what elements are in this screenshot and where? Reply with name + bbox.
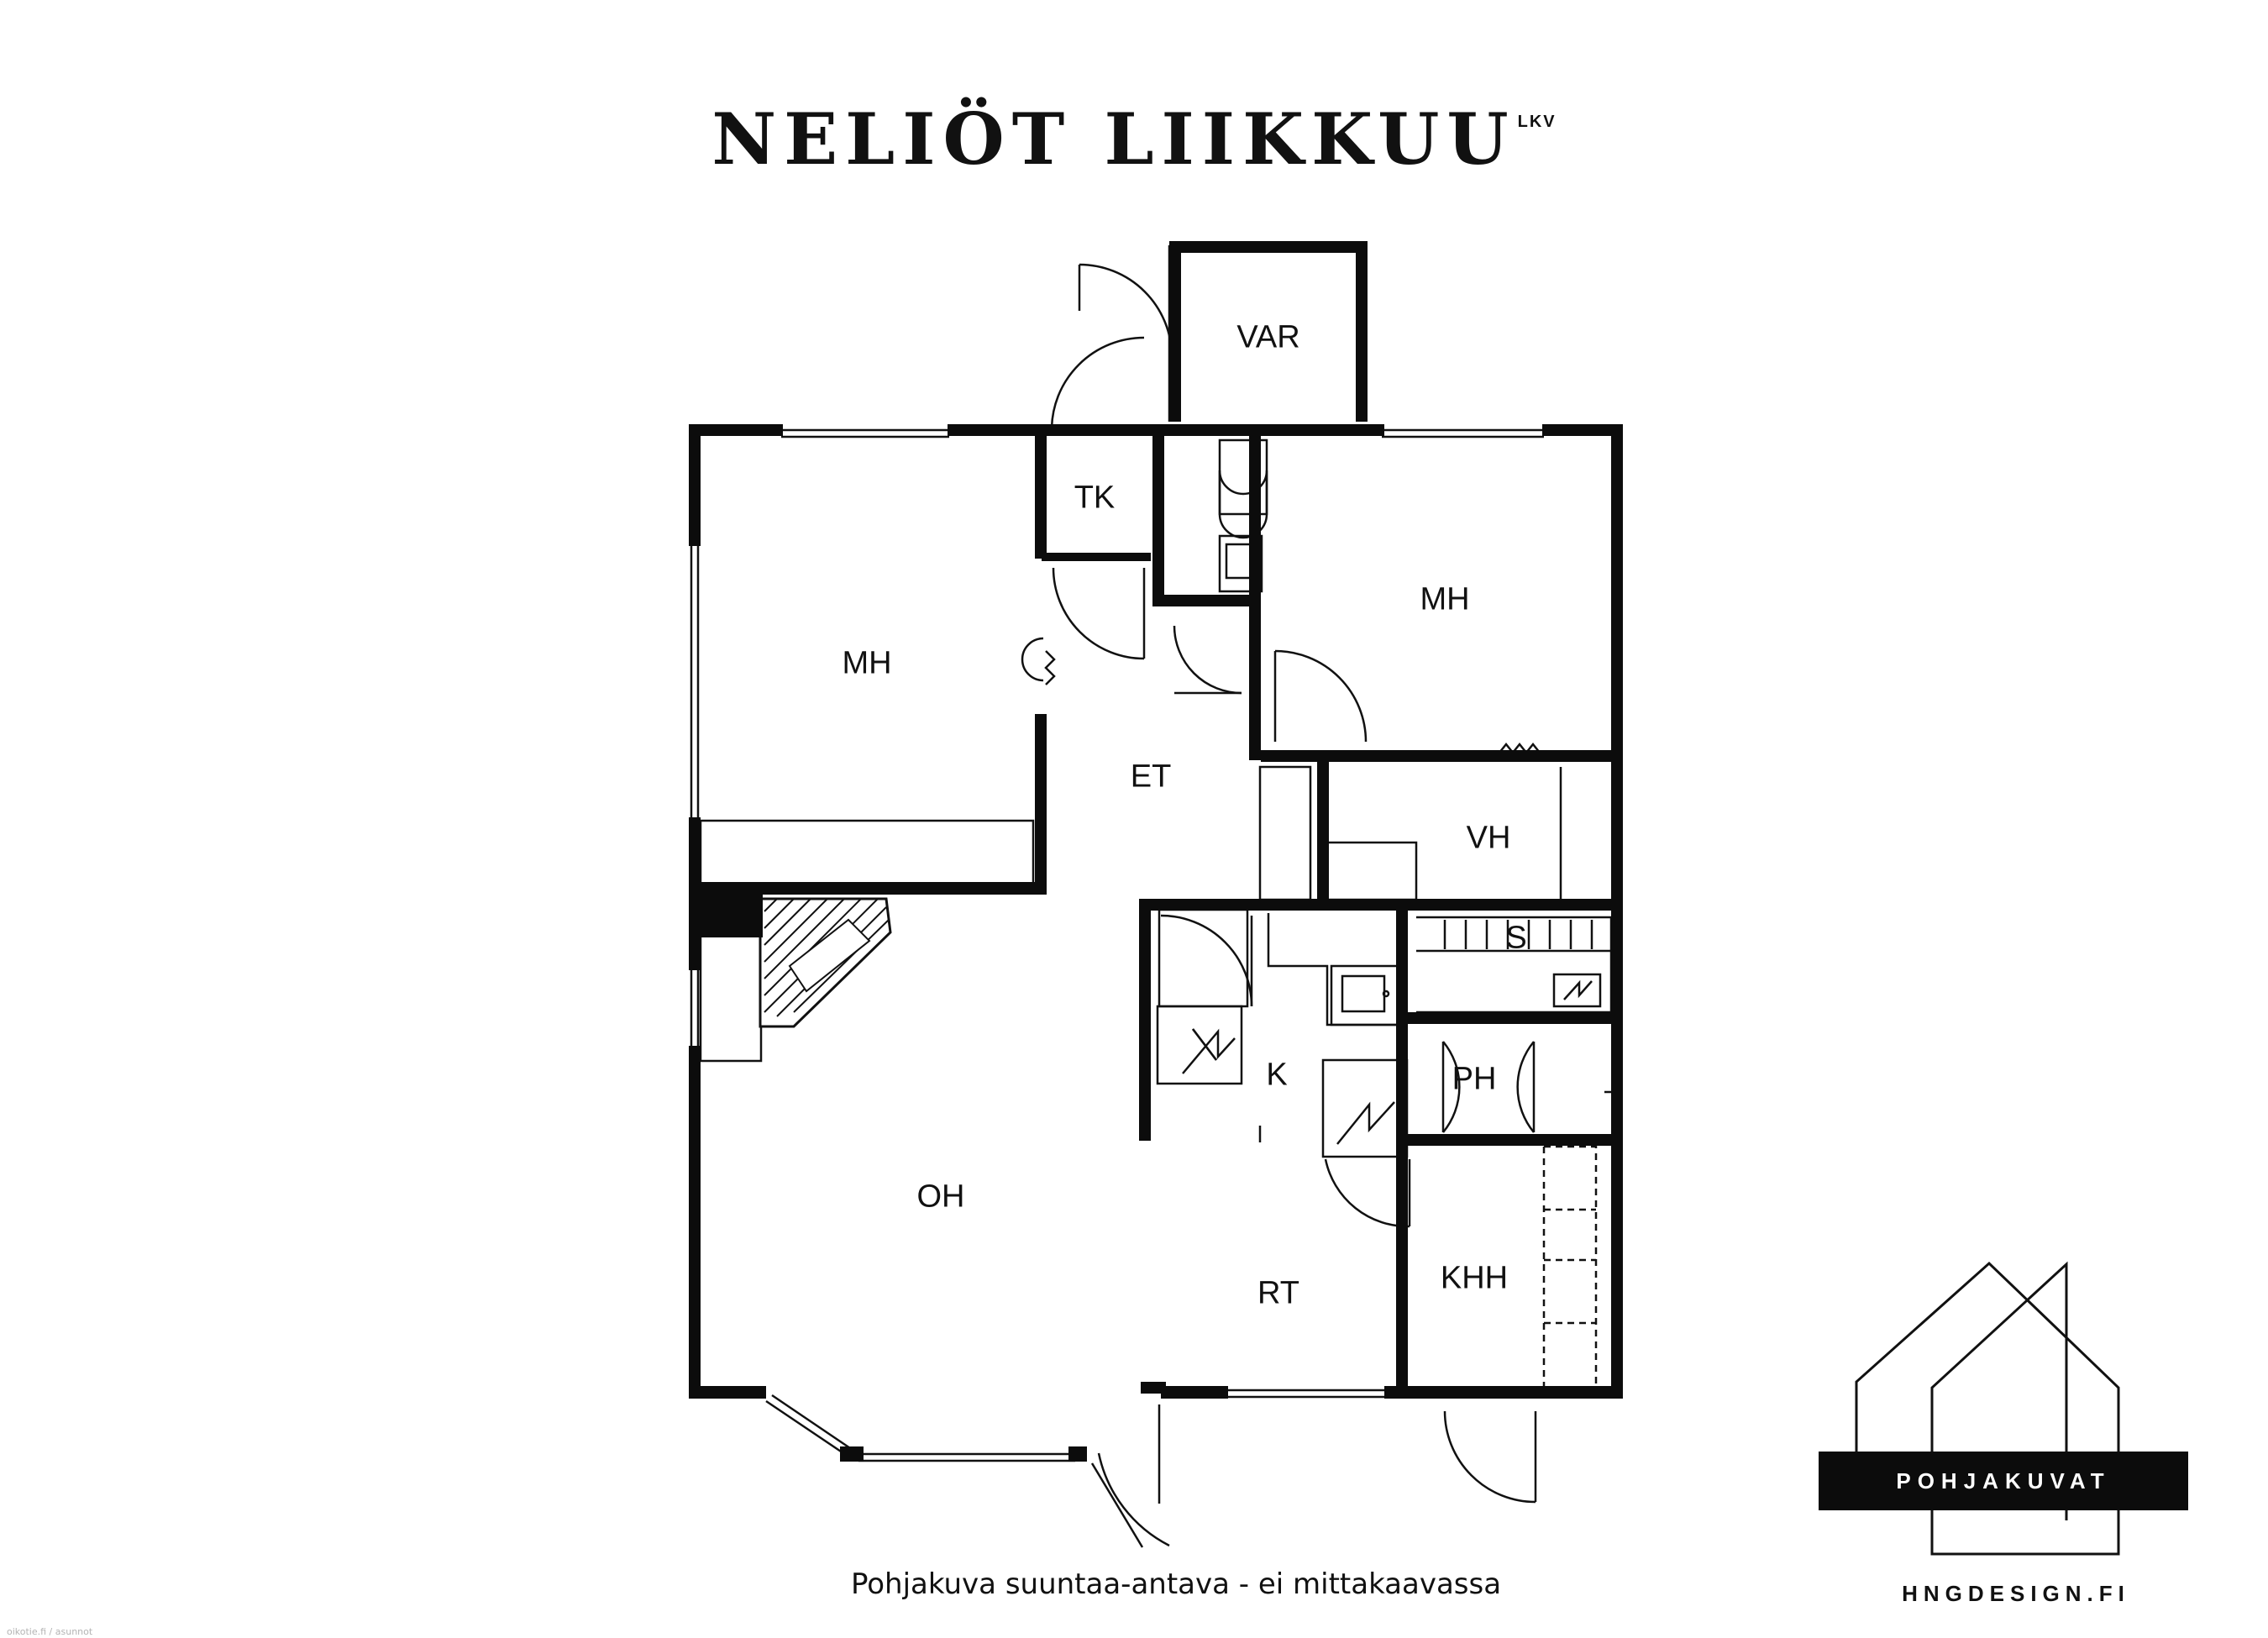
- kitchen-counter: [1267, 913, 1403, 1026]
- room-label-khh: KHH: [1440, 1260, 1509, 1296]
- khh-shelving: [1542, 1145, 1598, 1386]
- vh-shelf: [1324, 841, 1418, 901]
- radiator-right: [1499, 742, 1541, 755]
- brand-name: NELIÖT LIIKKUU: [711, 97, 1516, 181]
- wardrobe-mh-left: [699, 819, 1035, 886]
- fireplace: [759, 897, 892, 1028]
- et-closet: [1258, 765, 1312, 901]
- fireplace-hearth: [699, 933, 763, 1063]
- fridge-left: [1156, 1005, 1243, 1085]
- door-swing-ph-right: [1516, 1041, 1535, 1133]
- room-label-tk: TK: [1074, 480, 1116, 516]
- source-watermark: oikotie.fi / asunnot: [7, 1626, 93, 1637]
- door-swing-rt: [1324, 1158, 1410, 1228]
- door-swing-tk: [1052, 567, 1145, 660]
- room-label-mh-right: MH: [1420, 581, 1470, 617]
- hngdesign-site-label: HNGDESIGN.FI: [1902, 1581, 2130, 1606]
- room-label-oh: OH: [916, 1179, 965, 1215]
- door-swing-khh: [1443, 1410, 1536, 1504]
- kitchen-cabinet-left: [1158, 908, 1249, 1008]
- door-swing-entry: [1079, 263, 1173, 358]
- room-label-rt: RT: [1257, 1275, 1299, 1311]
- room-label-et: ET: [1130, 759, 1172, 795]
- door-swing-mh-right: [1274, 649, 1368, 743]
- hng-house-logo: [1855, 1261, 2120, 1556]
- brand-suffix: LKV: [1517, 113, 1557, 131]
- door-swing-wc: [1173, 625, 1242, 695]
- door-swing-kitchen: [1160, 914, 1253, 1007]
- walls: [689, 241, 1623, 1462]
- door-swing-terrace: [1097, 1452, 1170, 1547]
- wc-sink: [1218, 534, 1263, 593]
- radiator-left: [1044, 650, 1056, 685]
- room-label-vh: VH: [1466, 820, 1511, 856]
- room-label-s: S: [1505, 920, 1527, 956]
- toilet-bowl: [1218, 470, 1268, 539]
- pohjakuvat-badge: POHJAKUVAT: [1819, 1452, 2188, 1510]
- disclaimer-caption: Pohjakuva suuntaa-antava - ei mittakaava…: [850, 1567, 1502, 1601]
- door-swing-ph-left: [1442, 1041, 1461, 1133]
- room-label-var: VAR: [1236, 319, 1300, 355]
- room-label-ph: PH: [1452, 1061, 1497, 1097]
- room-label-k: K: [1266, 1057, 1288, 1093]
- sauna-stove: [1552, 973, 1602, 1008]
- room-label-mh-left: MH: [842, 645, 892, 681]
- window-bay-left: [765, 1399, 849, 1458]
